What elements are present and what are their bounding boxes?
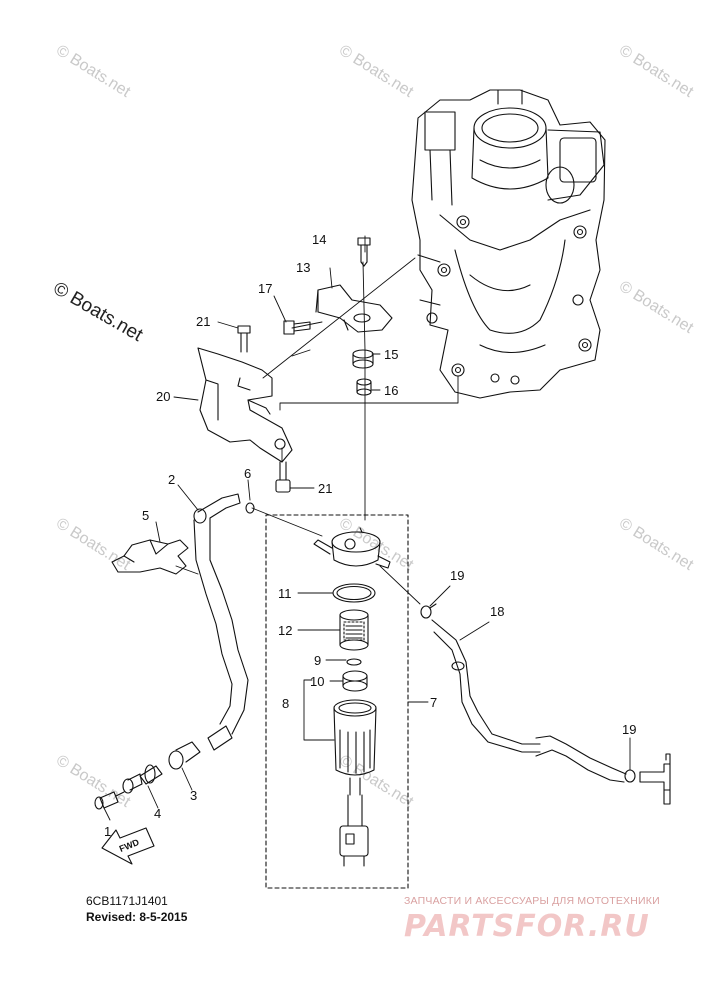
callout-2: 2 [168,472,175,487]
callout-21-bottom: 21 [318,481,332,496]
callout-11: 11 [278,586,292,601]
callout-19-bottom: 19 [622,722,636,737]
callout-numbers: 1 2 3 4 5 6 7 8 9 10 11 12 13 14 15 16 1… [104,232,636,854]
o-ring-11 [332,583,376,603]
revised-date: Revised: 8-5-2015 [86,910,188,924]
bracket-13 [315,284,393,333]
collar-16 [356,378,372,396]
tee-fitting [639,753,671,805]
callout-4: 4 [154,806,161,821]
callout-1: 1 [104,824,111,839]
callout-9: 9 [314,653,321,668]
callout-5: 5 [142,508,149,523]
callout-18: 18 [490,604,504,619]
callout-14: 14 [312,232,326,247]
callout-10: 10 [310,674,324,689]
joint-3 [168,725,233,770]
callout-16: 16 [384,383,398,398]
bolt-14 [357,237,371,267]
brand-watermark: ЗАПЧАСТИ И АКСЕССУАРЫ ДЛЯ МОТОТЕХНИКИ PA… [404,895,704,944]
clamp-6 [245,502,255,514]
union-4 [122,764,163,794]
callout-21-top: 21 [196,314,210,329]
filter-head [313,527,391,569]
engine-block [411,89,606,399]
grommet-15 [352,349,374,369]
callout-12: 12 [278,623,292,638]
callout-15: 15 [384,347,398,362]
bowl-8 [333,699,377,867]
clamp-19-bottom [624,769,636,783]
callout-7: 7 [430,695,437,710]
callout-6: 6 [244,466,251,481]
brand-name: PARTSFOR.RU [404,909,650,944]
clip-9 [346,658,362,666]
brand-tagline: ЗАПЧАСТИ И АКСЕССУАРЫ ДЛЯ МОТОТЕХНИКИ [404,895,660,907]
bolt-21-top [237,325,251,353]
group-box-7 [265,514,409,889]
cover-20 [197,347,293,463]
callout-17: 17 [258,281,272,296]
diagram-code: 6CB1171J1401 [86,894,168,908]
clip-5 [111,539,189,575]
callout-20: 20 [156,389,170,404]
callout-3: 3 [190,788,197,803]
fwd-label: FWD [118,837,141,854]
callout-13: 13 [296,260,310,275]
float-10 [342,670,368,692]
fwd-arrow [101,827,155,865]
bolt-17 [283,320,311,335]
clamp-19-top [420,603,437,619]
element-12 [339,609,369,651]
connector-1 [94,791,125,810]
diagram-code-block: 6CB1171J1401 Revised: 8-5-2015 [86,893,187,925]
bolt-21-bottom [275,461,291,493]
callout-8: 8 [282,696,289,711]
callout-19-top: 19 [450,568,464,583]
hose-2 [193,493,249,735]
leader-lines [103,235,631,821]
hose-18 [431,619,627,783]
